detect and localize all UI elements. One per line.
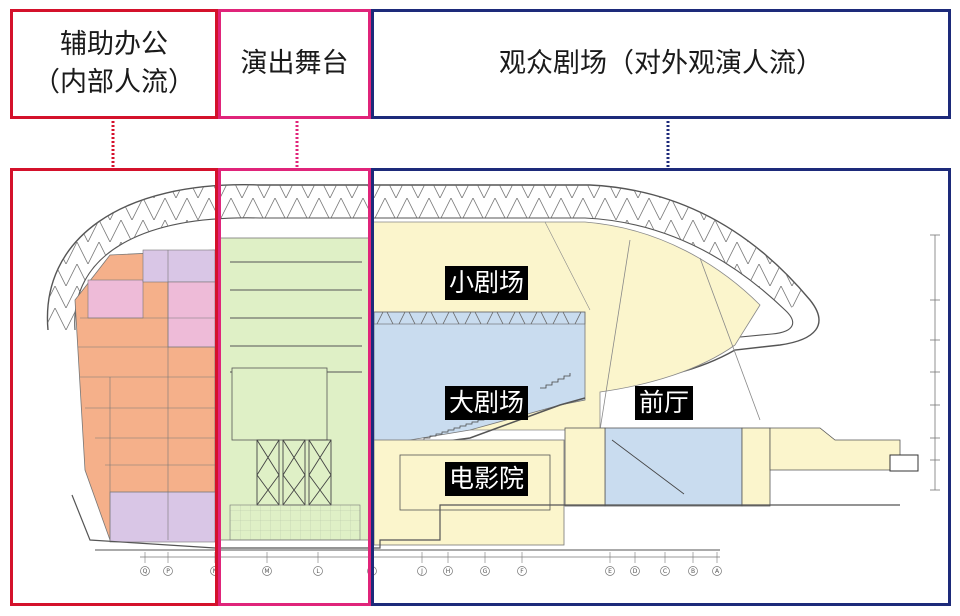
entrance-box [889, 454, 919, 472]
header-stage: 演出舞台 [218, 9, 371, 119]
lobby-line-3 [544, 221, 591, 311]
axis-label-e: E [608, 568, 612, 575]
roof-shell-inner [74, 217, 794, 339]
label-big-theater: 大剧场 [445, 386, 529, 420]
zone-frame-theater [371, 168, 951, 606]
axis-label-l: L [316, 568, 320, 575]
stage-pit-grid [229, 504, 361, 541]
axis-label-p: P [166, 568, 170, 575]
header-theater-label: 观众剧场（对外观演人流） [499, 48, 823, 79]
label-lobby: 前厅 [635, 386, 694, 420]
right-room-a [564, 427, 606, 507]
header-office-line2: （内部人流） [33, 67, 195, 98]
header-stage-label: 演出舞台 [240, 48, 349, 79]
axis-label-j: J [420, 568, 423, 575]
right-dimension-ticks [930, 234, 940, 491]
lobby-line-1 [599, 239, 631, 431]
zone-frame-stage [218, 168, 371, 606]
axis-label-f: F [520, 568, 524, 575]
stage-house [231, 367, 328, 441]
balcony-steps [540, 373, 571, 389]
axis-bubbles [140, 566, 722, 576]
office-purple-top [142, 249, 216, 283]
axis-label-a: A [715, 568, 720, 575]
header-theater: 观众剧场（对外观演人流） [371, 9, 951, 119]
axis-label-g: G [483, 568, 488, 575]
lower-lobby-stairs [611, 439, 685, 495]
lower-lobby-room [604, 427, 743, 507]
axis-label-q: Q [143, 568, 148, 575]
office-pink-right [167, 281, 216, 348]
axis-label-c: C [663, 568, 667, 575]
office-purple-bottom [109, 491, 216, 543]
auditorium-truss [373, 311, 586, 325]
right-extension [769, 427, 901, 471]
axis-label-h: H [446, 568, 451, 575]
right-room-b [741, 427, 771, 507]
zone-frame-office [10, 168, 218, 606]
header-office-line1: 辅助办公 [60, 29, 168, 60]
axis-label-m: M [264, 568, 269, 575]
label-small-theater: 小剧场 [445, 266, 529, 300]
lobby-line-2 [699, 257, 761, 421]
header-office: 辅助办公 （内部人流） [10, 9, 218, 119]
axis-label-b: B [691, 568, 695, 575]
axis-label-d: D [633, 568, 638, 575]
roof-truss [47, 184, 810, 330]
office-floor-lines [78, 250, 215, 540]
office-pink-top [87, 279, 144, 319]
label-cinema: 电影院 [445, 462, 529, 496]
basement-outline [71, 494, 900, 549]
